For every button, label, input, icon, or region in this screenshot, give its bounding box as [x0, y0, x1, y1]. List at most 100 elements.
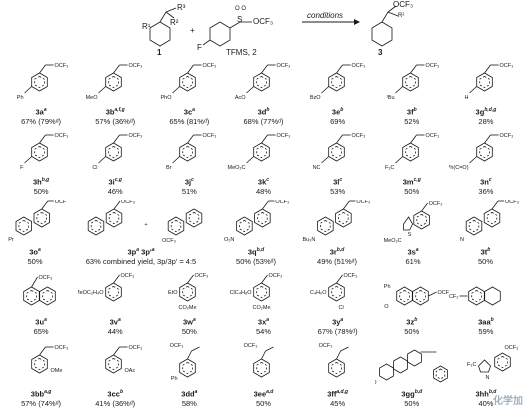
- compound-id: 3l: [333, 177, 340, 187]
- ocf3-group: OCF₃: [504, 345, 518, 351]
- ocf3-group: OCF₃: [129, 133, 143, 139]
- aryl-substituent: O₂N: [224, 237, 234, 243]
- ocf3-group: OCF₃: [351, 133, 365, 139]
- compound-yield: 41% (36%ᵈ): [95, 398, 136, 408]
- para-substituent: Cl: [93, 165, 98, 171]
- compound-yield: 65% (81%ᵈ): [169, 116, 210, 126]
- compound-label: 3va: [78, 316, 152, 327]
- fluorine-atom: F: [197, 43, 202, 52]
- r1-label: R¹: [142, 22, 151, 31]
- compound-yield: 57% (36%ᵈ): [95, 116, 136, 126]
- condition-footnote: b,d: [488, 389, 497, 395]
- ocf3-group: OCF₃: [55, 200, 66, 205]
- compound-label: 3aab: [449, 316, 523, 327]
- reagent-name: TFMS, 2: [226, 48, 257, 57]
- product-number: 3: [378, 48, 383, 57]
- compound-label: 3zb: [375, 316, 449, 327]
- plus-sign: +: [144, 222, 147, 228]
- acetoxy-substituent: AcO: [375, 380, 377, 386]
- compound-3gg: OCF₃AcO3ggb,d50%: [375, 342, 449, 408]
- compound-label: 3oa: [4, 246, 66, 257]
- compound-id: 3o: [29, 247, 38, 257]
- compound-label: 3pa 3p'a: [66, 246, 216, 257]
- compound-yield: 69%: [330, 116, 346, 126]
- ocf3-group: OCF₃: [277, 133, 291, 139]
- condition-footnote-2: a: [151, 247, 155, 253]
- aryl-substituent: Ph: [171, 376, 178, 382]
- ocf3-group: OCF₃: [429, 201, 443, 207]
- para-substituent: F: [20, 165, 24, 171]
- compound-yield: 48%: [255, 186, 271, 196]
- compound-yield: 50%: [404, 398, 420, 408]
- ether-substituent: EtO: [168, 290, 178, 296]
- condition-footnote: a: [266, 317, 270, 323]
- compound-yield: 40%: [478, 398, 494, 408]
- condition-footnote: a,g: [44, 389, 52, 395]
- condition-footnote: b: [266, 107, 270, 113]
- plus-sign: +: [190, 26, 195, 35]
- ocf3-group: OCF₃: [277, 63, 291, 69]
- compound-yield: 50%: [404, 326, 420, 336]
- condition-footnote: b: [413, 107, 417, 113]
- ocf3-group: OCF₃: [318, 343, 332, 349]
- compound-label: 3wa: [152, 316, 226, 327]
- condition-footnote: a: [37, 247, 41, 253]
- condition-footnote: a: [415, 247, 419, 253]
- conditions-label: conditions: [307, 11, 344, 20]
- ocf3-group: OCF₃: [449, 294, 459, 300]
- lactone-oxygen: O: [384, 304, 389, 310]
- compound-label: 3hb,g: [4, 176, 78, 187]
- r3-label: R³: [177, 3, 186, 12]
- ortho-substituent: OAc: [125, 368, 136, 374]
- compound-label: 3gb,d,g: [449, 106, 523, 117]
- substrate-structure: [149, 7, 177, 47]
- sulfonyl-oxygens: O O: [235, 6, 247, 12]
- compound-label: 3jc: [152, 176, 226, 187]
- ocf3-group: OCF₃: [356, 200, 370, 205]
- ocf3-group: OCF₃: [499, 133, 513, 139]
- tfms-structure: [202, 21, 252, 47]
- condition-footnote: a: [194, 389, 198, 395]
- compound-id: 3j: [184, 177, 192, 187]
- compound-yield: 50%: [181, 326, 197, 336]
- condition-footnote: c: [191, 177, 194, 183]
- ocf3-group: OCF₃: [55, 63, 69, 69]
- condition-footnote: c: [266, 177, 270, 183]
- aryl-substituent: Bu₂N: [303, 237, 316, 243]
- compound-yield: 52%: [404, 116, 420, 126]
- ester-group: CO₂Me: [179, 305, 197, 311]
- compound-id: 3z: [406, 317, 415, 327]
- compound-label: 3ffa,d,g: [301, 388, 375, 399]
- compound-id: 3x: [257, 317, 267, 327]
- compound-yield: 53%: [330, 186, 346, 196]
- trifluoromethyl: F₃C: [467, 362, 477, 368]
- compound-label: 3db: [226, 106, 300, 117]
- condition-footnote: b,d: [414, 389, 423, 395]
- ester-group: CO₂Me: [253, 305, 271, 311]
- sulfur-atom: S: [237, 15, 243, 24]
- compound-id: 3k: [257, 177, 267, 187]
- structure-drawing: OCF₃MeOC₂H₄O: [78, 273, 135, 302]
- compound-yield: 50%: [255, 398, 271, 408]
- compound-id: 3cc: [107, 389, 120, 399]
